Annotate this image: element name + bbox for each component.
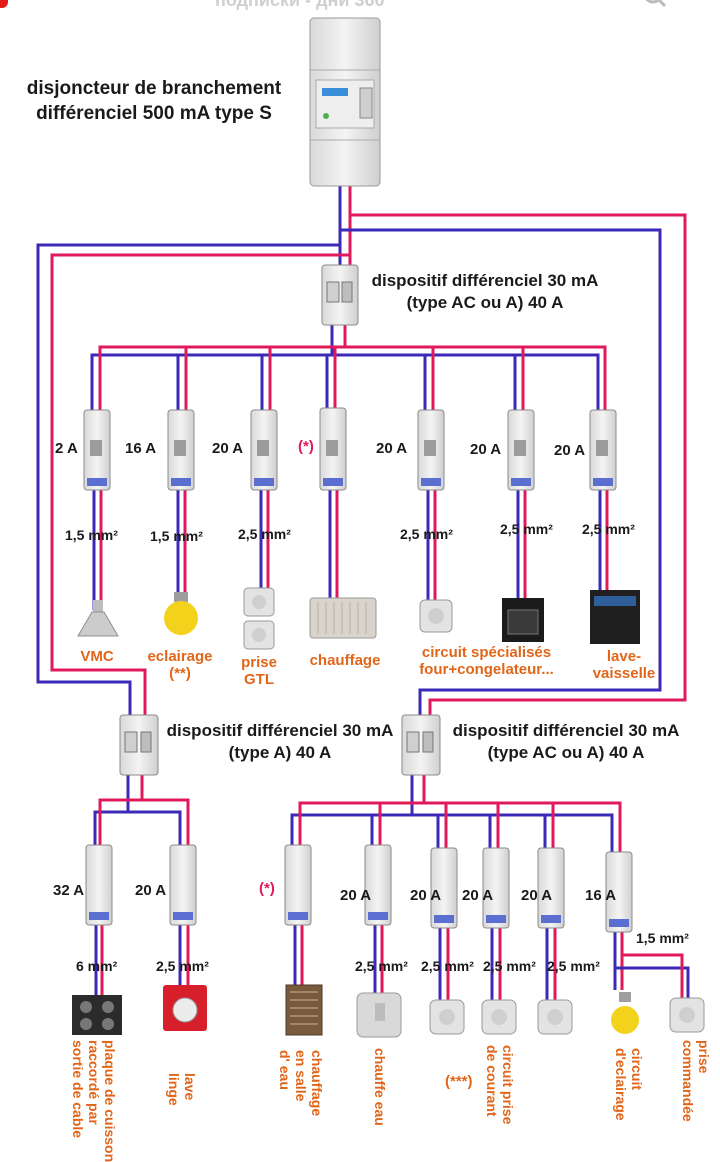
- row1-section-6: 2,5 mm²: [500, 521, 553, 537]
- top-bar: подписки - дни 360: [0, 0, 720, 16]
- lower-section-1: 6 mm²: [76, 958, 118, 974]
- light-bulb-icon: [164, 592, 198, 635]
- row1-use-vmc: VMC: [80, 648, 114, 665]
- row1-use-lave-vaisselle: lave- vaisselle: [592, 648, 656, 682]
- lower-amp-7: 20 A: [521, 887, 553, 904]
- rcd-left: [119, 714, 159, 776]
- bathroom-heater-icon: [285, 984, 323, 1036]
- rcd-top-label: dispositif différenciel 30 mA(type AC ou…: [371, 271, 599, 312]
- lower-use-chauffe-eau: chauffe eau: [372, 1048, 388, 1126]
- lower-amp-3: (*): [259, 880, 275, 897]
- water-heater-icon: [356, 992, 402, 1038]
- washing-machine-icon: [163, 985, 207, 1031]
- rcd-left-label: dispositif différenciel 30 mA(type A) 40…: [166, 721, 394, 762]
- lower-amp-4: 20 A: [340, 887, 372, 904]
- lower-use-prise-courant: circuit prise de courant: [484, 1045, 516, 1125]
- lower-amp-1: 32 A: [53, 882, 85, 899]
- lower-use-prise-commandee: prise commandée: [680, 1040, 712, 1122]
- special-socket-icon: [419, 599, 453, 633]
- lower-use-chauffage-salle-eau: chauffage en salle d' eau: [277, 1050, 325, 1117]
- lower-use-eclairage: circuit d'eclairage: [613, 1048, 645, 1121]
- oven-icon: [502, 598, 544, 642]
- row1-amp-4: (*): [298, 438, 314, 455]
- row1-amp-5: 20 A: [376, 440, 408, 457]
- row1-circuit-wires: [92, 490, 609, 610]
- row1-breakers: [83, 407, 617, 491]
- lower-amp-5: 20 A: [410, 887, 442, 904]
- row1-section-7: 2,5 mm²: [582, 521, 635, 537]
- row1-breaker-levers: [90, 440, 608, 456]
- row1-bus: [90, 325, 607, 420]
- row1-amp-2: 16 A: [125, 440, 157, 457]
- socket-gtl-icon: [243, 587, 275, 650]
- rcd-right-label: dispositif différenciel 30 mA(type AC ou…: [452, 721, 680, 762]
- lower-section-7: 2,5 mm²: [547, 958, 600, 974]
- main-breaker-label: disjoncteur de branchement différenciel …: [26, 78, 282, 124]
- row1-section-2: 1,5 mm²: [150, 528, 203, 544]
- row1-use-chauffage: chauffage: [309, 652, 381, 669]
- main-breaker: [309, 17, 381, 187]
- lower-breakers: [85, 844, 633, 933]
- row1-use-prise-gtl: prise GTL: [241, 654, 277, 688]
- row1-breaker-tabs: [87, 478, 613, 486]
- lower-section-4: 2,5 mm²: [355, 958, 408, 974]
- rcd-top: [321, 264, 359, 326]
- row1-section-1: 1,5 mm²: [65, 527, 118, 543]
- row1-amp-7: 20 A: [554, 442, 586, 459]
- lower-breaker-tabs: [89, 912, 629, 927]
- lower-left-bus: [93, 775, 190, 995]
- socket-icon: [429, 997, 705, 1035]
- header-title: подписки - дни 360: [215, 0, 385, 10]
- lower-use-triple-star: (***): [445, 1073, 473, 1090]
- lower-section-8: 1,5 mm²: [636, 930, 689, 946]
- lower-section-5: 2,5 mm²: [421, 958, 474, 974]
- row1-section-5: 2,5 mm²: [400, 526, 453, 542]
- lower-use-plaque: plaque de cuisson raccordé par sortie de…: [70, 1040, 118, 1162]
- light-bulb-icon-lower: [611, 992, 639, 1034]
- lower-amp-2: 20 A: [135, 882, 167, 899]
- lower-use-lave-linge: lave linge: [166, 1073, 198, 1106]
- row1-amp-3: 20 A: [212, 440, 244, 457]
- hob-icon: [72, 995, 122, 1035]
- lower-section-6: 2,5 mm²: [483, 958, 536, 974]
- lower-section-2: 2,5 mm²: [156, 958, 209, 974]
- row1-section-3: 2,5 mm²: [238, 526, 291, 542]
- main-feed-wires: [36, 185, 687, 720]
- lower-amp-6: 20 A: [462, 887, 494, 904]
- rcd-right: [401, 714, 441, 776]
- vmc-hood-icon: [77, 600, 119, 637]
- row1-amp-1: 2 A: [55, 440, 78, 457]
- radiator-icon: [309, 597, 377, 639]
- row1-use-eclairage: eclairage (**): [147, 648, 213, 682]
- notification-dot: [0, 0, 8, 8]
- row1-amp-6: 20 A: [470, 441, 502, 458]
- dishwasher-icon: [590, 590, 640, 644]
- search-icon[interactable]: [645, 0, 667, 8]
- lower-right-bus: [290, 775, 690, 1000]
- lower-amp-8: 16 A: [585, 887, 617, 904]
- row1-use-circuits-specialises: circuit spécialisés four+congelateur...: [419, 644, 554, 678]
